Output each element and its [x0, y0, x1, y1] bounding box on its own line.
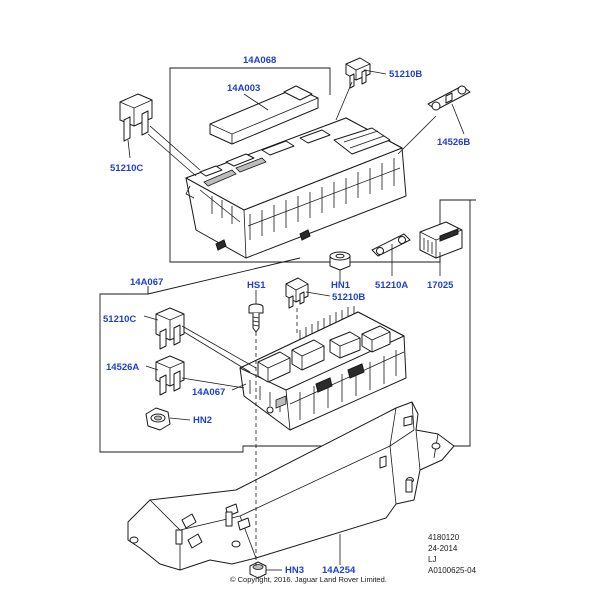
nut-HN1	[329, 251, 351, 271]
callout-HS1[interactable]: HS1	[247, 280, 266, 291]
lower-fuse-box	[239, 306, 407, 431]
fuse-51210B-mid	[285, 277, 309, 309]
relay-17025	[419, 221, 463, 259]
callout-14526B[interactable]: 14526B	[437, 137, 470, 148]
reference-code: LJ	[428, 555, 436, 564]
nut-HN3	[249, 561, 267, 579]
screw-HS1	[248, 303, 264, 333]
callout-17025[interactable]: 17025	[427, 280, 454, 291]
lower-group-frame	[99, 199, 476, 453]
callout-51210C-top[interactable]: 51210C	[110, 163, 143, 174]
callout-14A067-group[interactable]: 14A067	[130, 277, 163, 288]
callout-51210A[interactable]: 51210A	[375, 280, 408, 291]
upper-group-frame-box	[169, 67, 476, 263]
upper-group-frame	[252, 67, 331, 95]
fuse-box-cover	[209, 85, 319, 145]
leader-lines	[127, 69, 465, 571]
nut-HN2	[145, 407, 171, 431]
callout-51210B-top[interactable]: 51210B	[389, 69, 422, 80]
callout-51210C-mid[interactable]: 51210C	[103, 314, 136, 325]
reference-date: 24-2014	[428, 544, 458, 553]
upper-fuse-box	[185, 117, 407, 259]
fuse-51210C-top	[119, 93, 153, 142]
callout-14A068[interactable]: 14A068	[243, 55, 276, 66]
fuse-51210C-mid	[155, 307, 185, 350]
reference-illustration-id: A0100625-04	[428, 566, 477, 575]
callout-14A067-box[interactable]: 14A067	[192, 387, 225, 398]
lower-group-frame-diag	[147, 257, 301, 295]
mounting-bracket	[127, 401, 455, 571]
callout-14A003[interactable]: 14A003	[227, 83, 260, 94]
copyright-notice: © Copyright, 2016. Jaguar Land Rover Lim…	[230, 575, 387, 584]
reference-number: 4180120	[428, 533, 460, 542]
fuse-51210B-top	[345, 57, 371, 89]
callout-14526A[interactable]: 14526A	[106, 362, 139, 373]
callout-HN2[interactable]: HN2	[193, 415, 212, 426]
callout-HN1[interactable]: HN1	[331, 280, 351, 291]
fuse-14526A	[155, 355, 185, 396]
callout-51210B-mid[interactable]: 51210B	[332, 292, 365, 303]
callout-HN3[interactable]: HN3	[285, 565, 304, 576]
busbar-14526B	[427, 85, 471, 111]
callout-14A254[interactable]: 14A254	[322, 565, 356, 576]
link-51210A	[371, 233, 411, 257]
